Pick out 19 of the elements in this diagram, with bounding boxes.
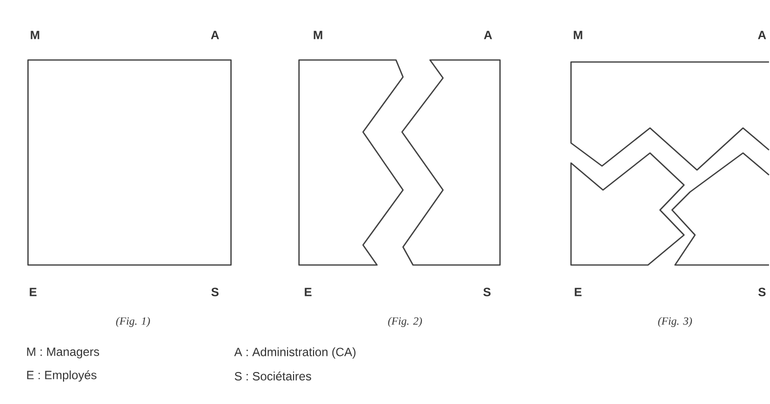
corner-letter: A <box>210 30 220 40</box>
corner-letter: S <box>483 288 491 296</box>
legend-entry: A : Administration (CA) <box>234 347 356 359</box>
legend-entry: E : Employés <box>27 370 96 382</box>
figure-caption: (Fig. 1) <box>116 317 150 327</box>
figure-caption: (Fig. 3) <box>658 317 692 327</box>
corner-letter: A <box>484 30 492 40</box>
corner-letter: M <box>314 30 322 40</box>
corner-letter: M <box>574 30 582 40</box>
corner-letter: S <box>758 288 766 296</box>
corner-letter: E <box>574 288 582 296</box>
figure-caption: (Fig. 2) <box>388 317 422 327</box>
corner-letter: M <box>30 30 40 40</box>
legend-entry: S : Sociétaires <box>234 372 312 380</box>
corner-letter: A <box>758 30 766 40</box>
corner-letter: S <box>211 288 219 296</box>
corner-letter: E <box>304 288 312 296</box>
legend-entry: M : Managers <box>27 348 100 358</box>
corner-letter: E <box>30 288 37 296</box>
